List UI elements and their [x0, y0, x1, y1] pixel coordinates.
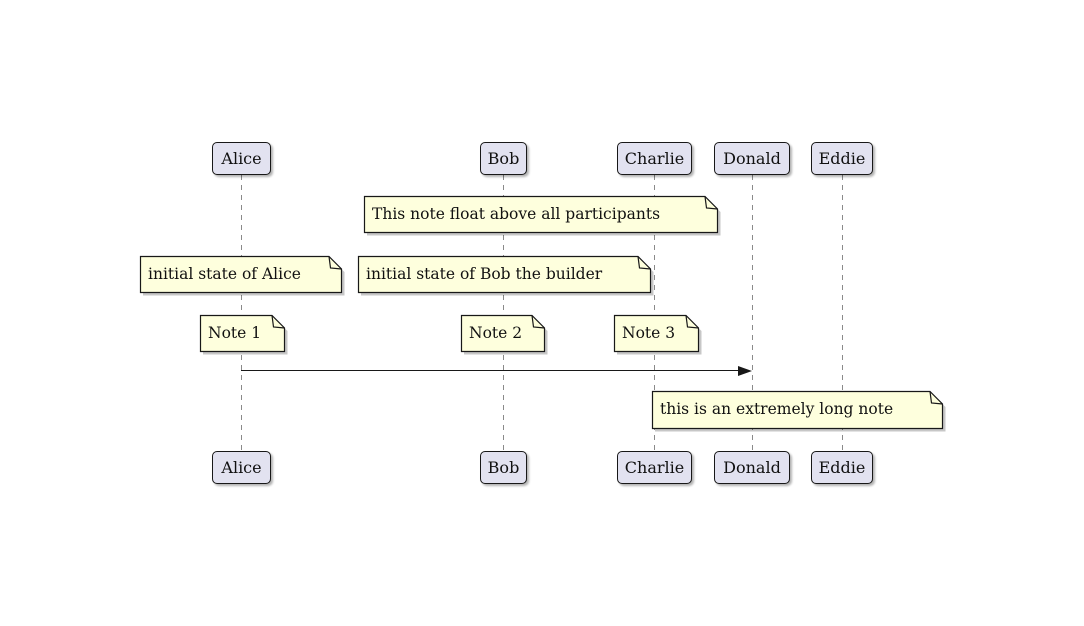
participant-label: Charlie [624, 457, 685, 477]
participant-label: Alice [221, 148, 262, 168]
participant-label: Donald [723, 457, 781, 477]
note-text: Note 3 [622, 323, 676, 342]
participant-eddie-bottom: Eddie [811, 451, 873, 484]
participant-label: Bob [487, 457, 520, 477]
lifeline-donald [752, 175, 753, 451]
note-text: initial state of Bob the builder [366, 264, 603, 283]
note-text: Note 2 [469, 323, 523, 342]
note-text: initial state of Alice [148, 264, 301, 283]
lifeline-eddie [842, 175, 843, 451]
participant-bob-bottom: Bob [480, 451, 527, 484]
note-text: Note 1 [208, 323, 262, 342]
note-floating-above-participants: This note float above all participants [363, 195, 721, 236]
note-3: Note 3 [613, 314, 702, 355]
participant-eddie-top: Eddie [811, 142, 873, 175]
note-text: this is an extremely long note [660, 400, 894, 419]
note-extremely-long: this is an extremely long note [651, 390, 946, 432]
note-initial-state-bob: initial state of Bob the builder [357, 255, 654, 296]
participant-alice-top: Alice [212, 142, 271, 175]
lifeline-alice [241, 175, 242, 451]
participant-label: Eddie [818, 148, 866, 168]
note-2: Note 2 [460, 314, 548, 355]
participant-charlie-top: Charlie [617, 142, 692, 175]
participant-bob-top: Bob [480, 142, 527, 175]
participant-label: Alice [221, 457, 262, 477]
message-arrow-line-alice-to-donald [241, 370, 738, 371]
note-initial-state-alice: initial state of Alice [139, 255, 345, 296]
message-arrowhead-icon [738, 366, 752, 376]
participant-label: Eddie [818, 457, 866, 477]
participant-label: Bob [487, 148, 520, 168]
lifeline-charlie [654, 175, 655, 451]
note-1: Note 1 [199, 314, 288, 355]
note-text: This note float above all participants [372, 204, 661, 223]
participant-donald-bottom: Donald [714, 451, 790, 484]
participant-charlie-bottom: Charlie [617, 451, 692, 484]
participant-donald-top: Donald [714, 142, 790, 175]
participant-alice-bottom: Alice [212, 451, 271, 484]
lifeline-bob [503, 175, 504, 451]
participant-label: Donald [723, 148, 781, 168]
participant-label: Charlie [624, 148, 685, 168]
